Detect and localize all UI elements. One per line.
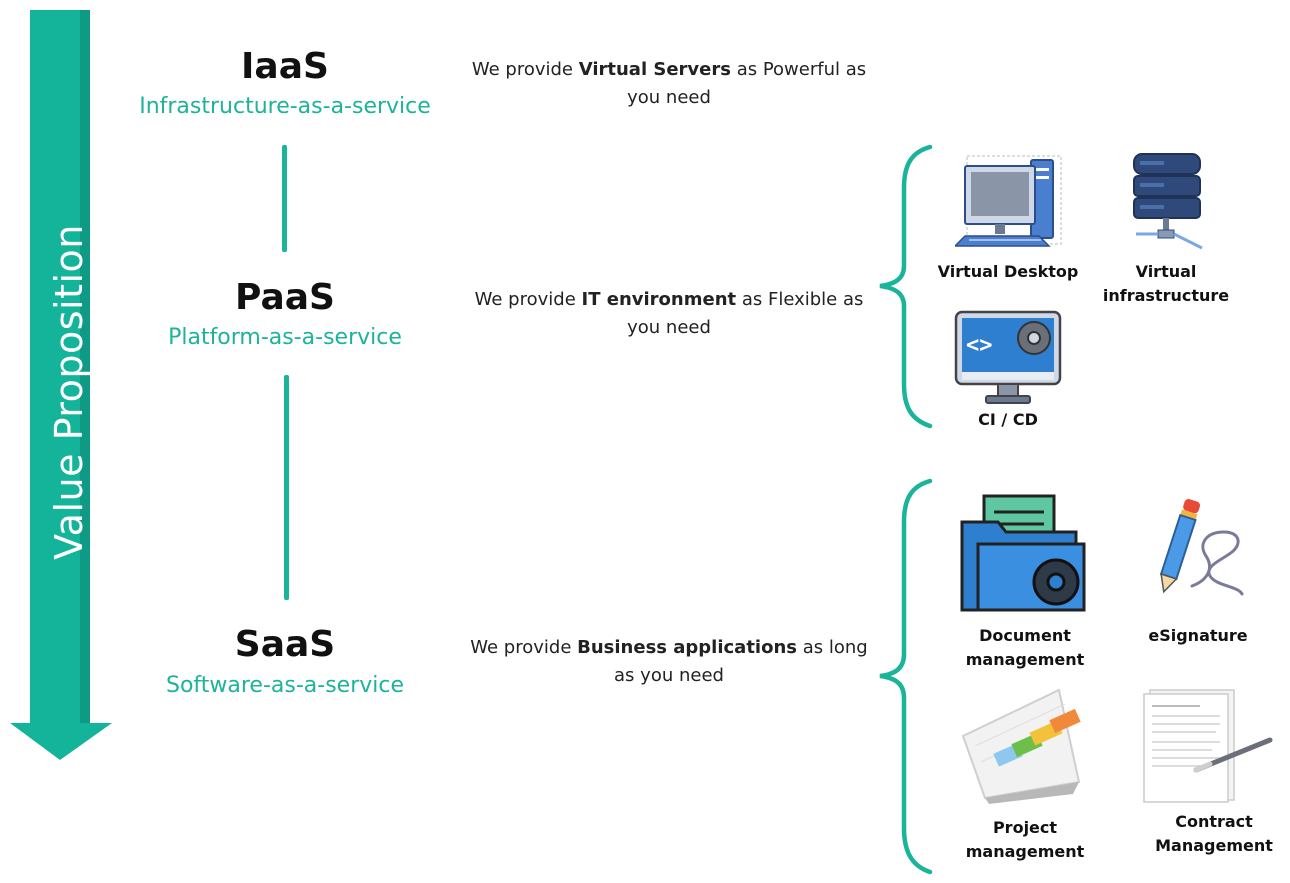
paas-item-label: Virtual infrastructure xyxy=(1102,262,1230,305)
axis-label: Value Proposition xyxy=(47,224,91,560)
tier-subtitle-saas: Software-as-a-service xyxy=(165,673,405,698)
saas-brace xyxy=(879,478,933,875)
saas-item-label: eSignature xyxy=(1148,626,1248,645)
tier-name-iaas: IaaS xyxy=(241,46,329,87)
tier-description-saas: We provide Business applications as long… xyxy=(470,637,868,686)
server-network-icon xyxy=(1133,153,1203,250)
contract-pen-icon xyxy=(1143,689,1273,803)
value-proposition-arrow xyxy=(10,10,112,760)
paas-item-label: CI / CD xyxy=(978,410,1038,429)
tier-name-saas: SaaS xyxy=(234,624,336,665)
svg-text:<>: <> xyxy=(966,333,993,358)
code-gear-monitor-icon: <> xyxy=(954,310,1062,404)
desktop-computer-icon xyxy=(955,155,1062,247)
gantt-chart-icon xyxy=(961,688,1081,804)
tier-subtitle-iaas: Infrastructure-as-a-service xyxy=(139,94,431,119)
pen-signature-icon xyxy=(1159,499,1244,596)
saas-item-label: Project management xyxy=(965,818,1085,861)
tier-description-iaas: We provide Virtual Servers as Powerful a… xyxy=(471,59,867,108)
paas-item-label: Virtual Desktop xyxy=(937,262,1079,281)
saas-item-label: Document management xyxy=(965,626,1085,669)
tier-description-paas: We provide IT environment as Flexible as… xyxy=(474,289,864,338)
document-folder-gear-icon xyxy=(960,494,1086,612)
tier-name-paas: PaaS xyxy=(235,277,335,318)
tier-connector xyxy=(282,145,287,252)
tier-connector xyxy=(284,375,289,600)
saas-item-label: Contract Management xyxy=(1155,812,1273,855)
tier-subtitle-paas: Platform-as-a-service xyxy=(168,325,402,350)
paas-brace xyxy=(879,144,933,429)
